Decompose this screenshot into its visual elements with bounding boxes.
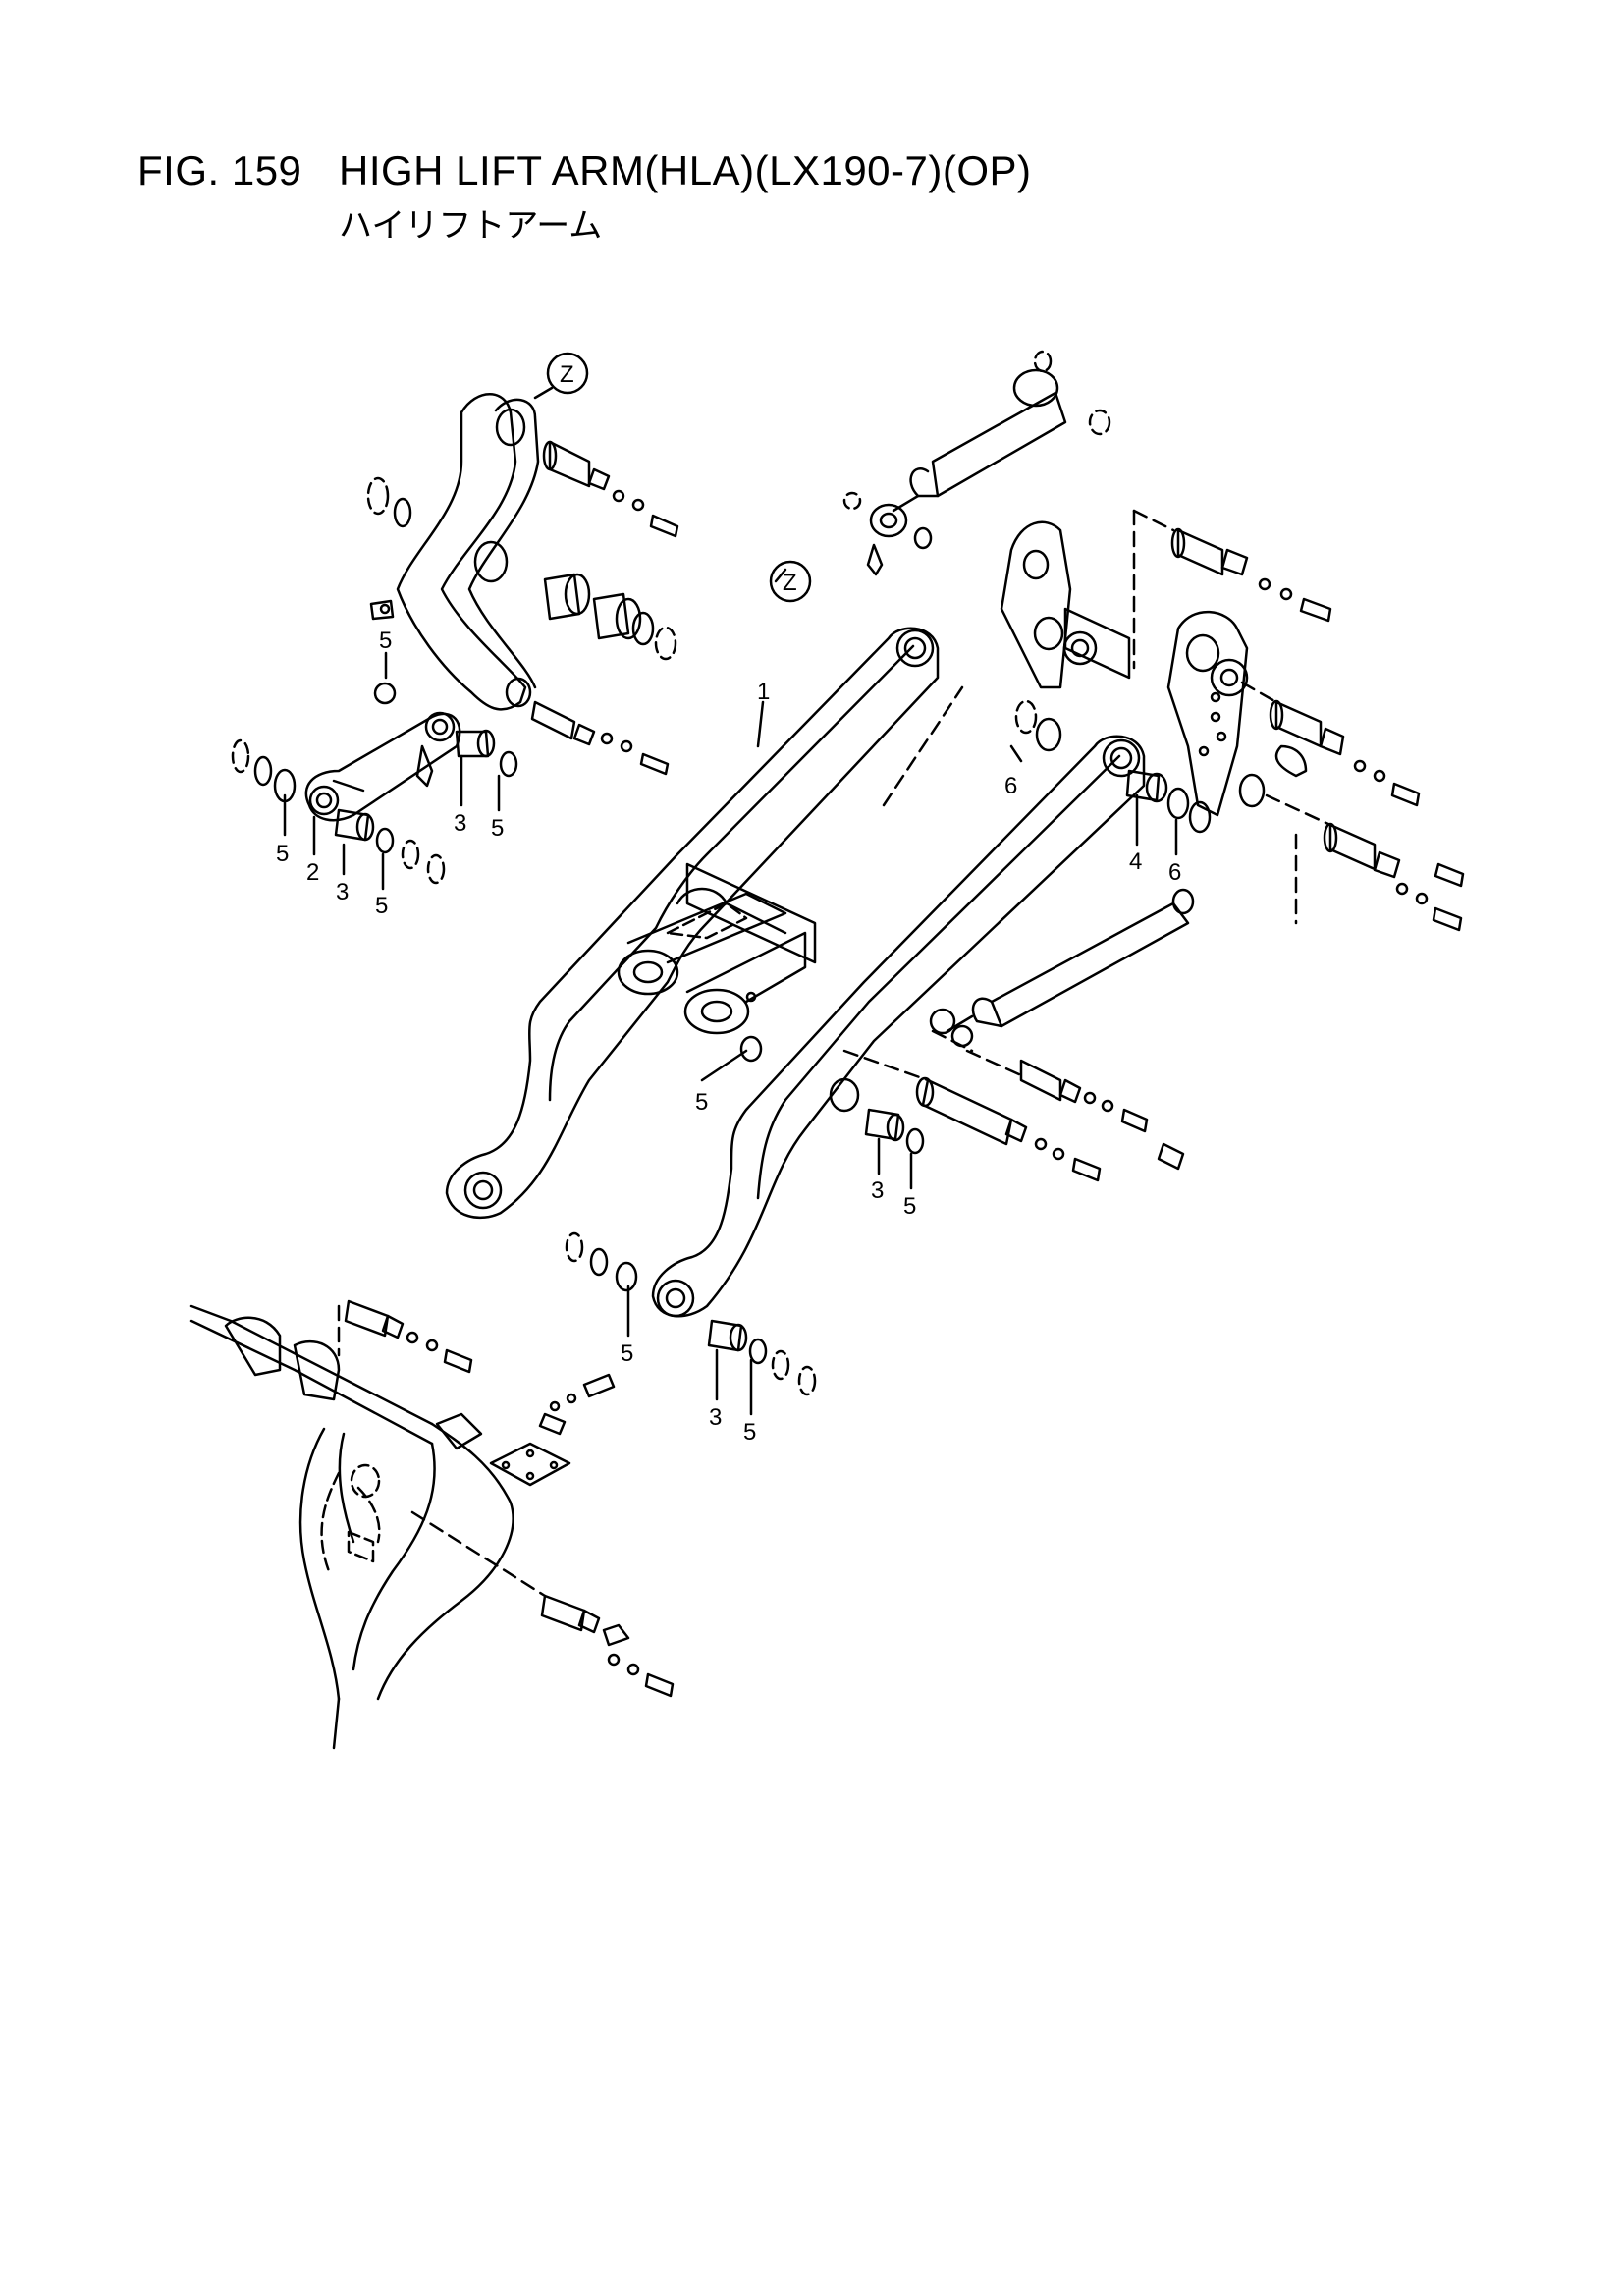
figure-header: FIG. 159 HIGH LIFT ARM(HLA)(LX190-7)(OP)… xyxy=(137,147,1217,255)
callout-part-2: 2 xyxy=(306,859,319,886)
callout-part-6b: 6 xyxy=(1168,859,1181,886)
callout-part-5a: 5 xyxy=(379,628,392,654)
bucket-cylinder xyxy=(929,888,1195,1053)
callout-part-3a: 3 xyxy=(336,879,349,905)
callout-part-1: 1 xyxy=(757,679,770,705)
callout-part-5h: 5 xyxy=(743,1419,756,1446)
lift-arm-left xyxy=(445,627,940,1220)
frame-bracket-upper xyxy=(882,520,1131,807)
arm-bushings-mid xyxy=(739,1035,925,1155)
callout-part-3d: 3 xyxy=(709,1404,722,1431)
lower-end-bushings xyxy=(565,1231,817,1396)
tilt-cylinder xyxy=(842,350,1111,576)
callout-part-5d: 5 xyxy=(491,815,504,842)
lift-arm-right xyxy=(651,735,1146,1318)
callout-part-3b: 3 xyxy=(454,810,466,837)
callout-part-6a: 6 xyxy=(1004,773,1017,799)
left-link-top-pin xyxy=(542,440,679,538)
callout-part-5e: 5 xyxy=(695,1089,708,1116)
left-link-bottom-pin xyxy=(530,700,670,776)
upper-right-pin xyxy=(1132,509,1332,670)
bucket xyxy=(189,1304,514,1750)
right-frame-pin-b xyxy=(1238,773,1465,932)
bucket-top-pin xyxy=(337,1299,473,1374)
left-link-arm xyxy=(396,393,540,711)
frame-bracket-lower xyxy=(1166,610,1308,925)
callout-part-3c: 3 xyxy=(871,1177,884,1204)
callout-part-5g: 5 xyxy=(621,1340,633,1367)
callout-z-mid: Z xyxy=(783,570,797,596)
callout-part-5b: 5 xyxy=(276,841,289,867)
callout-part-4: 4 xyxy=(1129,848,1142,875)
figure-title: HIGH LIFT ARM(HLA)(LX190-7)(OP) xyxy=(339,147,1032,193)
callout-part-5c: 5 xyxy=(375,893,388,919)
figure-number: FIG. 159 xyxy=(137,147,302,193)
frame-washers xyxy=(1014,699,1212,834)
connecting-link xyxy=(304,711,461,822)
left-link-mid-bushings xyxy=(543,573,677,661)
lower-arm-pin xyxy=(842,1049,1102,1182)
left-washers xyxy=(366,476,412,621)
cross-tube xyxy=(617,862,817,1035)
callout-labels: Z Z 1 5 5 2 3 5 3 5 6 4 6 5 3 5 5 3 5 xyxy=(276,361,1181,1446)
figure-subtitle: ハイリフトアーム xyxy=(339,206,603,246)
callout-z-top: Z xyxy=(560,361,574,388)
right-frame-pin-a xyxy=(1240,681,1421,807)
callout-z-mid-circle xyxy=(769,560,812,603)
callout-leaders xyxy=(283,386,1178,1416)
callout-part-5f: 5 xyxy=(903,1193,916,1220)
bucket-lower-pin xyxy=(410,1510,675,1698)
bucket-plate xyxy=(489,1373,616,1487)
callout-z-top-circle xyxy=(546,352,589,395)
bucket-cylinder-pin xyxy=(965,1049,1185,1171)
